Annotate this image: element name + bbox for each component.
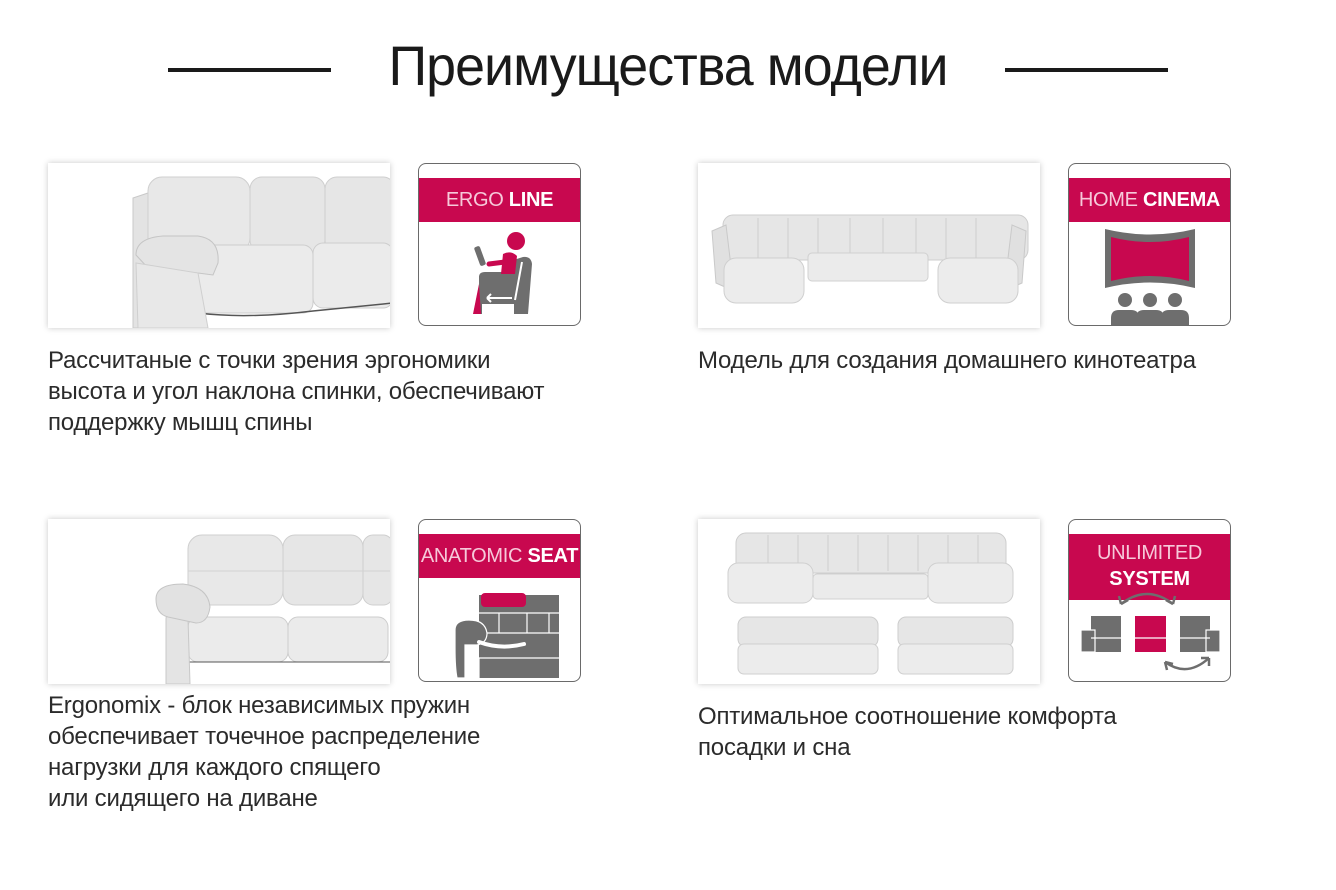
sofa-armrest-photo: [48, 519, 390, 684]
feature-description: Ergonomix - блок независимых пружин обес…: [48, 692, 481, 812]
sofa-closeup-photo: [48, 163, 390, 328]
feature-description: Модель для создания домашнего кинотеатра: [698, 347, 1196, 374]
modular-sofas-photo: [698, 519, 1040, 684]
badge-label: ERGO LINE: [419, 178, 580, 222]
badge-home-cinema: HOME CINEMA: [1068, 163, 1231, 326]
badge-label: ANATOMIC SEAT: [419, 534, 580, 578]
modular-swap-icon: [1080, 592, 1221, 671]
sofa-seat-icon: [454, 593, 559, 679]
badge-anatomic-seat: ANATOMIC SEAT: [418, 519, 581, 682]
badge-unlimited-system: UNLIMITED SYSTEM: [1068, 519, 1231, 682]
title-rule-right: [1005, 68, 1168, 72]
badge-label: HOME CINEMA: [1069, 178, 1230, 222]
page-title: Преимущества модели: [388, 34, 948, 97]
recliner-person-icon: [473, 232, 532, 314]
badge-label: UNLIMITED SYSTEM: [1069, 534, 1230, 600]
cinema-screen-audience-icon: [1105, 229, 1195, 325]
badge-ergo-line: ERGO LINE: [418, 163, 581, 326]
feature-description: Рассчитаные с точки зрения эргономики вы…: [48, 347, 545, 436]
feature-description: Оптимальное соотношение комфорта посадки…: [698, 703, 1117, 761]
title-rule-left: [168, 68, 331, 72]
corner-sofa-photo: [698, 163, 1040, 328]
